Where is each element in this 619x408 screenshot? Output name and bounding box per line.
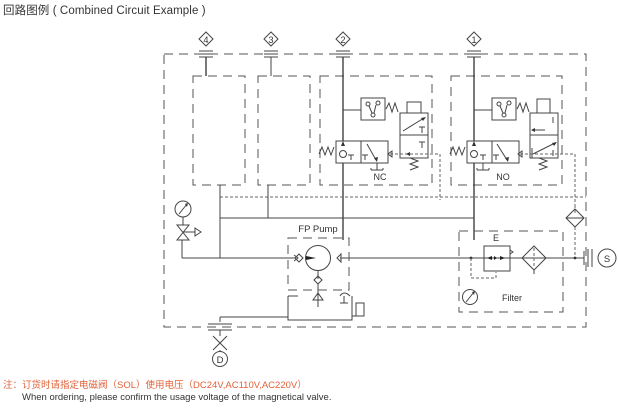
drain-lines (220, 196, 586, 213)
module-2-nc: NC (318, 57, 441, 240)
module-4-empty (192, 75, 246, 186)
reservoir-tank (219, 292, 365, 322)
order-note-english: When ordering, please confirm the usage … (22, 392, 332, 403)
outer-boundary (163, 53, 587, 328)
supply-port: S (583, 248, 617, 268)
pressure-gauge-left (174, 200, 202, 241)
port-1: 1 (466, 31, 482, 58)
fp-pump: FP Pump (287, 224, 350, 307)
supply-label: S (604, 254, 610, 265)
bypass-filter (565, 208, 585, 260)
filter-label: Filter (502, 293, 522, 303)
pressure-header (181, 185, 584, 259)
filter-element-label: E (493, 233, 499, 243)
module-3-empty (257, 75, 311, 186)
port-1-label: 1 (471, 35, 476, 45)
port-4: 4 (198, 31, 214, 76)
filter-diamond-icon (521, 245, 547, 271)
solenoid-coil-1 (536, 98, 551, 114)
diagram-title: 回路图例 ( Combined Circuit Example ) (3, 5, 206, 17)
nc-label: NC (374, 172, 387, 182)
solenoid-coil-2 (406, 101, 422, 114)
port-2: 2 (335, 31, 351, 58)
no-label: NO (496, 172, 510, 182)
pressure-switch-2 (360, 97, 386, 121)
port-2-label: 2 (340, 35, 345, 45)
pressure-switch-1 (491, 97, 517, 121)
module-1-no: NO (449, 57, 576, 240)
filter-module: E Filter (458, 230, 564, 313)
order-note-chinese: 注：订货时请指定电磁阀（SOL）使用电压（DC24V,AC110V,AC220V… (3, 380, 307, 391)
strainer-icon (312, 292, 324, 301)
pump-label: FP Pump (298, 224, 337, 235)
filter-gauge-icon (462, 289, 478, 305)
port-4-label: 4 (203, 35, 208, 45)
drain-port: D (208, 323, 232, 367)
port-3: 3 (263, 31, 279, 76)
port-3-label: 3 (268, 35, 273, 45)
drain-label: D (217, 355, 224, 366)
